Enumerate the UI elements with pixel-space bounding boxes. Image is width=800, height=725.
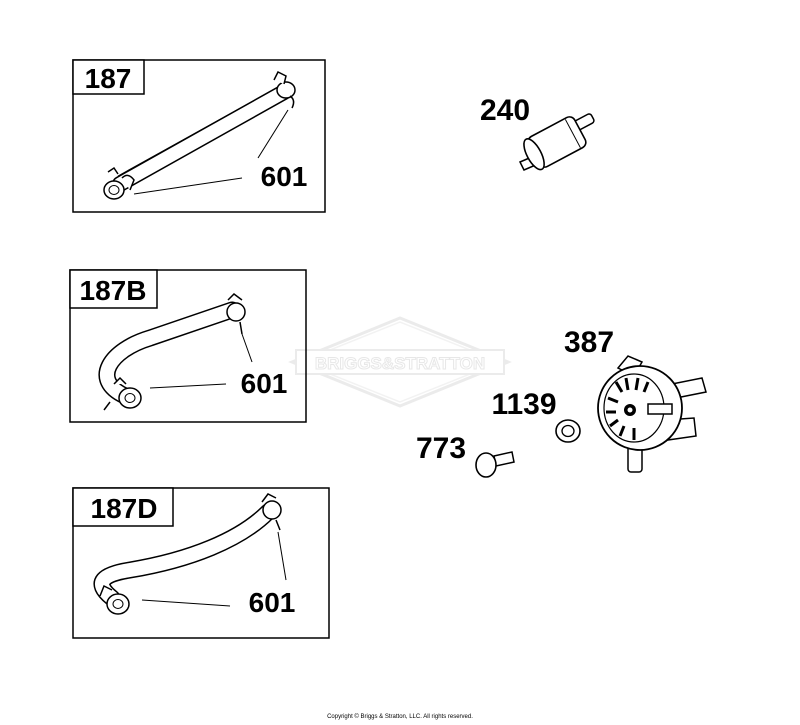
hose-clamp	[99, 584, 130, 615]
group-frame	[72, 487, 330, 639]
washer	[555, 419, 581, 443]
fuel-filter	[518, 113, 595, 171]
watermark-text: BRIGGS&STRATTON	[315, 354, 485, 373]
group-187d: 187D 601	[72, 487, 330, 639]
group-label-box	[69, 269, 158, 309]
callout-part-number: 773	[416, 432, 466, 465]
hose-clamp	[226, 293, 246, 335]
hose-clamp	[261, 493, 282, 531]
watermark-logo: BRIGGS&STRATTON	[288, 316, 512, 408]
fuel-pump	[597, 355, 707, 473]
curved-fuel-hose	[98, 301, 241, 405]
hose-clamp	[273, 70, 296, 109]
group-label: 187D	[91, 493, 158, 524]
group-label-box	[72, 59, 145, 95]
callout-part-number: 1139	[491, 388, 556, 421]
leader-line	[277, 531, 287, 581]
hose-clamp	[103, 376, 142, 411]
group-frame	[69, 269, 307, 423]
straight-fuel-hose	[112, 84, 292, 192]
callout-part-number: 601	[261, 161, 308, 192]
leader-line	[141, 599, 231, 607]
callout-part-number: 387	[564, 326, 614, 359]
pin	[475, 451, 515, 478]
s-curved-fuel-hose	[93, 503, 277, 607]
group-label: 187	[85, 63, 132, 94]
group-187: 187 601	[72, 59, 326, 213]
pump-fins	[606, 377, 650, 440]
leader-line	[133, 177, 243, 195]
callout-part-number: 601	[241, 368, 288, 399]
leader-line	[257, 109, 289, 159]
group-187b: 187B 601	[69, 269, 307, 423]
hose-clamp	[103, 166, 135, 200]
copyright-footer: Copyright © Briggs & Stratton, LLC. All …	[327, 714, 473, 720]
leader-line	[149, 383, 227, 389]
group-label-box	[72, 487, 174, 527]
callout-part-number: 240	[480, 94, 530, 127]
group-frame	[72, 59, 326, 213]
leader-line	[241, 333, 253, 363]
callout-part-number: 601	[249, 587, 296, 618]
group-label: 187B	[80, 275, 147, 306]
